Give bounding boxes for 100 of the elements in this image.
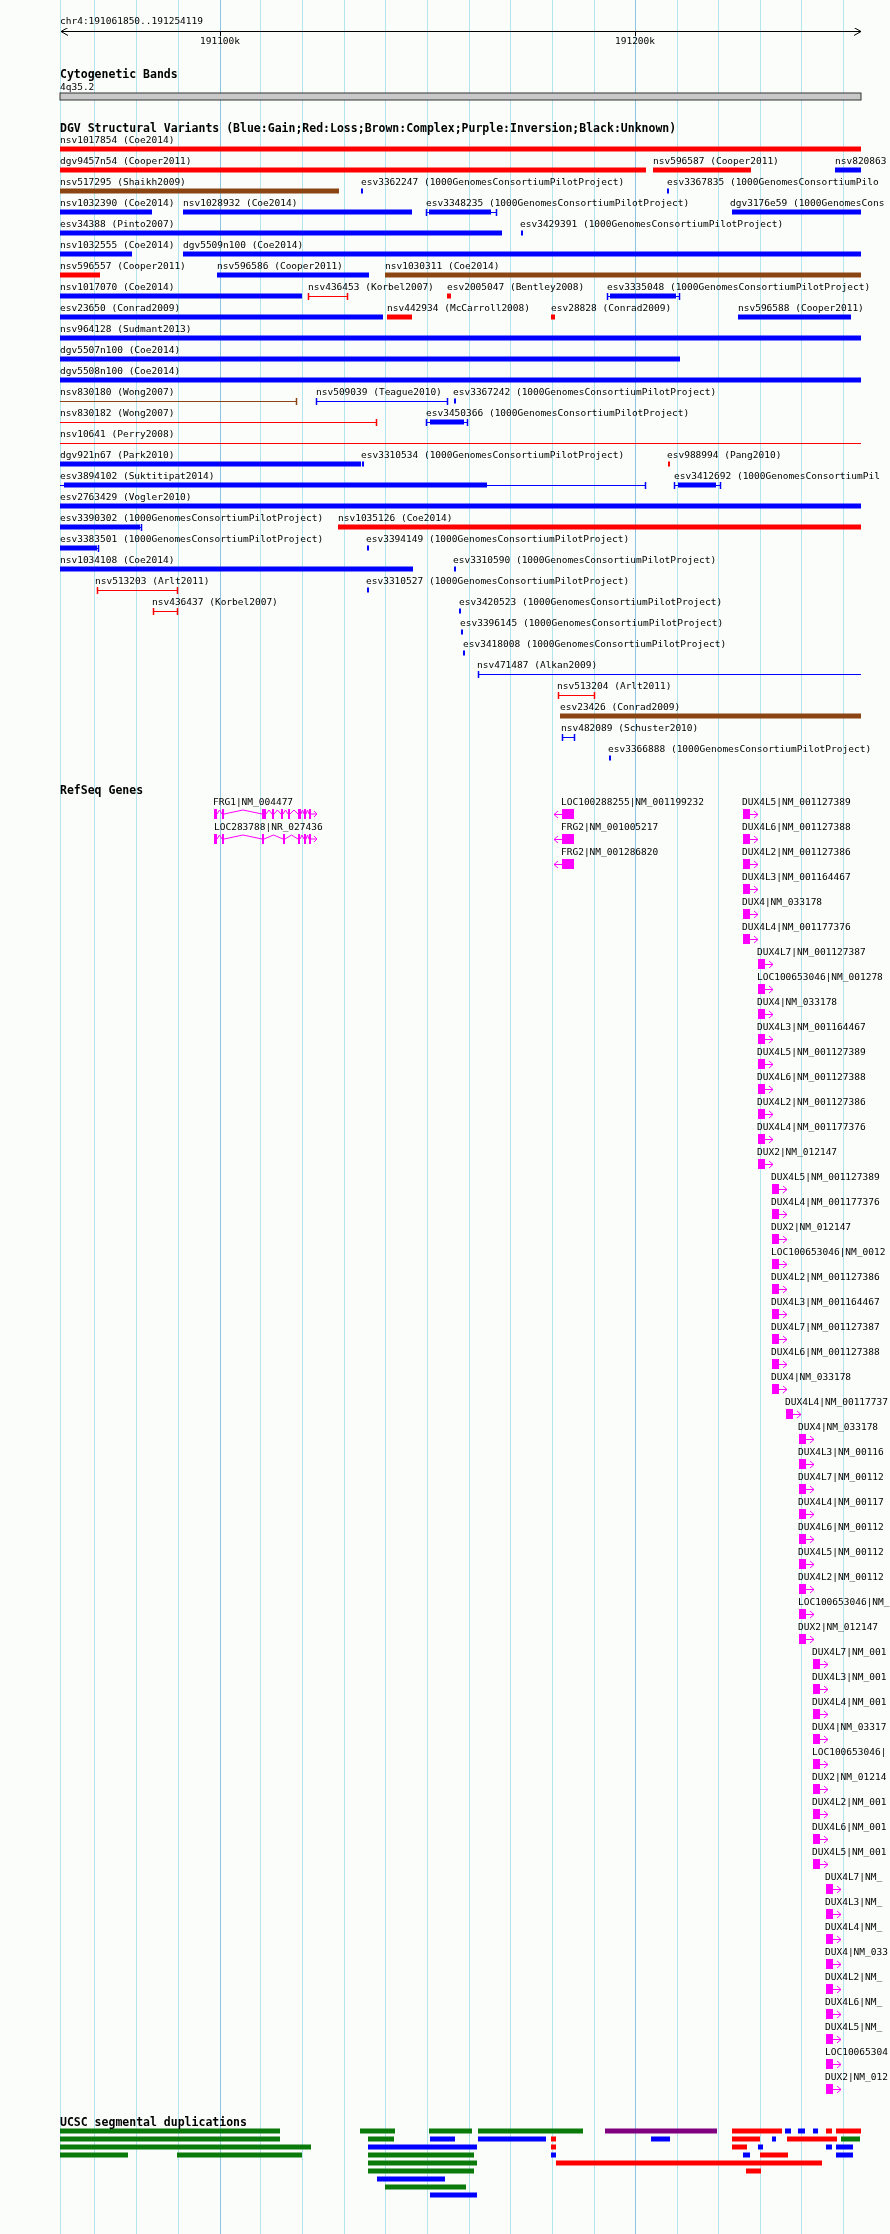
variant-label: nsv509039 (Teague2010) xyxy=(316,386,442,398)
variant-label: esv23426 (Conrad2009) xyxy=(560,701,681,713)
gene-label: DUX4L5|NM_001127389 xyxy=(742,796,851,808)
gene-label: DUX4L3|NM_001164467 xyxy=(771,1296,880,1308)
gene-label: DUX4|NM_033178 xyxy=(771,1371,852,1383)
variant-label: esv2005047 (Bentley2008) xyxy=(447,281,585,293)
variant-label: esv3367242 (1000GenomesConsortiumPilotProject) xyxy=(453,386,717,398)
track-title: UCSC segmental duplications xyxy=(60,2115,247,2129)
variant-label: esv988994 (Pang2010) xyxy=(667,449,782,461)
variant-label: nsv1030311 (Coe2014) xyxy=(385,260,500,272)
variant-label: dgv9457n54 (Cooper2011) xyxy=(60,155,192,167)
variant-label: nsv964128 (Sudmant2013) xyxy=(60,323,192,335)
gene-label: DUX4L3|NM_00116 xyxy=(798,1446,884,1458)
gene-label: DUX4L6|NM_001 xyxy=(812,1821,887,1833)
gene-label: LOC100653046|NM_0012 xyxy=(771,1246,886,1258)
variant-label: nsv596586 (Cooper2011) xyxy=(217,260,343,272)
variant-label: nsv513203 (Arlt2011) xyxy=(95,575,210,587)
gene-label: DUX4L3|NM_001164467 xyxy=(757,1021,866,1033)
gene-label: DUX2|NM_012147 xyxy=(771,1221,852,1233)
variant-label: nsv830182 (Wong2007) xyxy=(60,407,175,419)
track-title: Cytogenetic Bands xyxy=(60,67,178,81)
variant-label: dgv921n67 (Park2010) xyxy=(60,449,175,461)
variant-label: dgv5508n100 (Coe2014) xyxy=(60,365,181,377)
variant-label: nsv482089 (Schuster2010) xyxy=(561,722,699,734)
variant-label: esv3310534 (1000GenomesConsortiumPilotProject) xyxy=(361,449,625,461)
variant-label: nsv1034108 (Coe2014) xyxy=(60,554,175,566)
variant-label: dgv5507n100 (Coe2014) xyxy=(60,344,181,356)
gene-label: DUX4L5|NM_001127389 xyxy=(771,1171,880,1183)
variant-label: nsv596557 (Cooper2011) xyxy=(60,260,186,272)
gene-label: DUX4L4|NM_001177376 xyxy=(757,1121,866,1133)
variant-label: nsv1035126 (Coe2014) xyxy=(338,512,453,524)
gene-label: FRG1|NM_004477 xyxy=(213,796,294,808)
axis-label: 191200k xyxy=(615,35,655,47)
variant-label: nsv1017854 (Coe2014) xyxy=(60,134,175,146)
gene-label: DUX4L6|NM_001127388 xyxy=(742,821,851,833)
gene-label: DUX4|NM_033 xyxy=(825,1946,888,1958)
variant-label: esv3367835 (1000GenomesConsortiumPilo xyxy=(667,176,879,188)
gene-label: DUX4L5|NM_001 xyxy=(812,1846,887,1858)
gene-label: FRG2|NM_001286820 xyxy=(561,846,659,858)
gene-label: DUX4L4|NM_00117 xyxy=(798,1496,884,1508)
variant-label: esv3418008 (1000GenomesConsortiumPilotProject) xyxy=(463,638,727,650)
gene-label: LOC100653046|NM_001278 xyxy=(757,971,883,983)
axis-label: 191100k xyxy=(200,35,240,47)
gene-label: DUX4L2|NM_001 xyxy=(812,1796,887,1808)
variant-label: nsv471487 (Alkan2009) xyxy=(477,659,598,671)
gene-label: DUX4L5|NM_ xyxy=(825,2021,883,2033)
variant-label: esv3366888 (1000GenomesConsortiumPilotProject) xyxy=(608,743,872,755)
variant-label: esv3396145 (1000GenomesConsortiumPilotProject) xyxy=(460,617,724,629)
variant-label: esv3420523 (1000GenomesConsortiumPilotProject) xyxy=(459,596,723,608)
variant-label: nsv517295 (Shaikh2009) xyxy=(60,176,186,188)
variant-label: esv3362247 (1000GenomesConsortiumPilotProject) xyxy=(361,176,625,188)
variant-label: esv3310590 (1000GenomesConsortiumPilotProject) xyxy=(453,554,717,566)
gene-label: DUX4L3|NM_ xyxy=(825,1896,883,1908)
variant-label: nsv436437 (Korbel2007) xyxy=(152,596,278,608)
variant-label: nsv513204 (Arlt2011) xyxy=(557,680,672,692)
gene-label: DUX4L2|NM_ xyxy=(825,1971,883,1983)
gene-label: DUX4L4|NM_ xyxy=(825,1921,883,1933)
gene-label: DUX4L6|NM_001127388 xyxy=(771,1346,880,1358)
variant-label: nsv830180 (Wong2007) xyxy=(60,386,175,398)
gene-label: LOC100288255|NM_001199232 xyxy=(561,796,704,808)
gene-label: DUX4L4|NM_001177376 xyxy=(742,921,851,933)
variant-label: esv28828 (Conrad2009) xyxy=(551,302,672,314)
coordinate-label: chr4:191061850..191254119 xyxy=(60,15,203,27)
variant-label: esv2763429 (Vogler2010) xyxy=(60,491,192,503)
variant-label: nsv10641 (Perry2008) xyxy=(60,428,175,440)
variant-label: nsv596588 (Cooper2011) xyxy=(738,302,864,314)
variant-label: nsv820863 xyxy=(835,155,887,167)
variant-label: esv3894102 (Suktitipat2014) xyxy=(60,470,215,482)
gene-label: LOC10065304 xyxy=(825,2046,888,2058)
variant-label: nsv436453 (Korbel2007) xyxy=(308,281,434,293)
variant-label: nsv596587 (Cooper2011) xyxy=(653,155,779,167)
gene-label: DUX4L7|NM_ xyxy=(825,1871,883,1883)
gene-label: DUX4L7|NM_001127387 xyxy=(757,946,866,958)
gene-label: DUX4L5|NM_00112 xyxy=(798,1546,884,1558)
track-title: DGV Structural Variants (Blue:Gain;Red:Loss;Brown:Complex;Purple:Inversion;Black:Unknown) xyxy=(60,121,677,135)
gene-label: DUX4L2|NM_001127386 xyxy=(742,846,851,858)
variant-label: esv3394149 (1000GenomesConsortiumPilotProject) xyxy=(366,533,630,545)
variant-label: nsv1032555 (Coe2014) xyxy=(60,239,175,251)
gene-label: DUX4L6|NM_00112 xyxy=(798,1521,884,1533)
gene-label: LOC283788|NR_027436 xyxy=(214,821,323,833)
gene-label: DUX4L2|NM_001127386 xyxy=(757,1096,866,1108)
gene-label: DUX4L5|NM_001127389 xyxy=(757,1046,866,1058)
gene-label: DUX4L4|NM_001 xyxy=(812,1696,887,1708)
gene-label: DUX4L4|NM_00117737 xyxy=(785,1396,888,1408)
gene-label: DUX4L7|NM_001127387 xyxy=(771,1321,880,1333)
variant-label: nsv442934 (McCarroll2008) xyxy=(387,302,530,314)
variant-label: dgv5509n100 (Coe2014) xyxy=(183,239,304,251)
variant-label: esv3450366 (1000GenomesConsortiumPilotProject) xyxy=(426,407,690,419)
variant-label: esv3390302 (1000GenomesConsortiumPilotProject) xyxy=(60,512,324,524)
track-title: RefSeq Genes xyxy=(60,783,144,797)
gene-label: DUX4|NM_033178 xyxy=(742,896,823,908)
gene-label: DUX4|NM_03317 xyxy=(812,1721,887,1733)
variant-label: esv23650 (Conrad2009) xyxy=(60,302,181,314)
variant-label: esv3383501 (1000GenomesConsortiumPilotProject) xyxy=(60,533,324,545)
variant-label: esv3429391 (1000GenomesConsortiumPilotProject) xyxy=(520,218,784,230)
variant-label: esv3335048 (1000GenomesConsortiumPilotProject) xyxy=(607,281,871,293)
variant-label: nsv1017070 (Coe2014) xyxy=(60,281,175,293)
variant-label: esv3412692 (1000GenomesConsortiumPil xyxy=(674,470,880,482)
variant-label: esv34388 (Pinto2007) xyxy=(60,218,175,230)
variant-label: esv3310527 (1000GenomesConsortiumPilotProject) xyxy=(366,575,630,587)
